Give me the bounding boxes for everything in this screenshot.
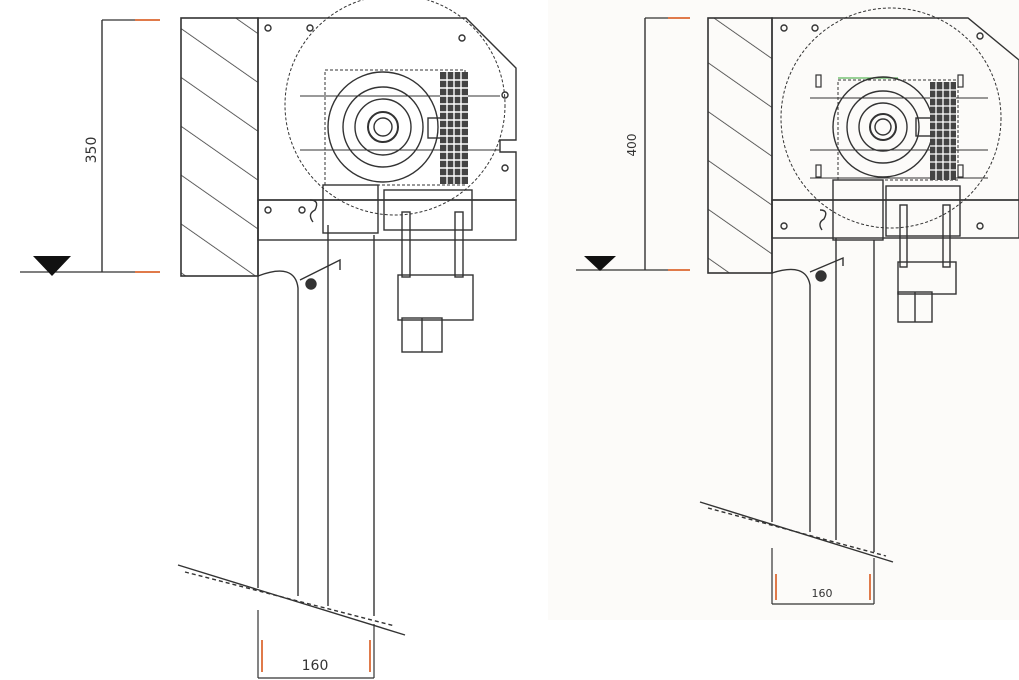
height-dimension-right: 400 xyxy=(576,17,690,271)
guide-bracket-right xyxy=(809,179,961,323)
shutter-drawing-left: 350 xyxy=(20,0,517,679)
height-dimension-left: 350 xyxy=(20,19,160,273)
coil-assembly-right xyxy=(780,7,1002,229)
level-marker-left xyxy=(33,256,71,276)
guide-bracket-left xyxy=(299,184,474,353)
drawing-right-svg: 400 xyxy=(576,7,1019,605)
level-marker-right xyxy=(584,256,616,271)
height-dimension-label-right: 400 xyxy=(625,134,639,157)
wall-hatch-right xyxy=(707,17,773,274)
vent-grid-left xyxy=(440,72,468,184)
width-dimension-right: 160 xyxy=(771,548,875,605)
roller-housing-left xyxy=(257,17,517,276)
wall-hatch-left xyxy=(180,17,259,277)
curtain-rails-right xyxy=(699,238,894,563)
width-dimension-label-left: 160 xyxy=(302,658,329,674)
height-dimension-label-left: 350 xyxy=(84,137,100,164)
roller-housing-right xyxy=(771,17,1019,273)
width-dimension-label-right: 160 xyxy=(812,587,833,600)
coil-assembly-left xyxy=(284,0,506,216)
shutter-drawing-right: 400 xyxy=(548,0,1019,620)
vent-grid-right xyxy=(930,82,956,180)
drawing-left-svg: 350 xyxy=(20,0,517,679)
curtain-rails-left xyxy=(177,225,406,636)
width-dimension-left: 160 xyxy=(257,610,375,679)
